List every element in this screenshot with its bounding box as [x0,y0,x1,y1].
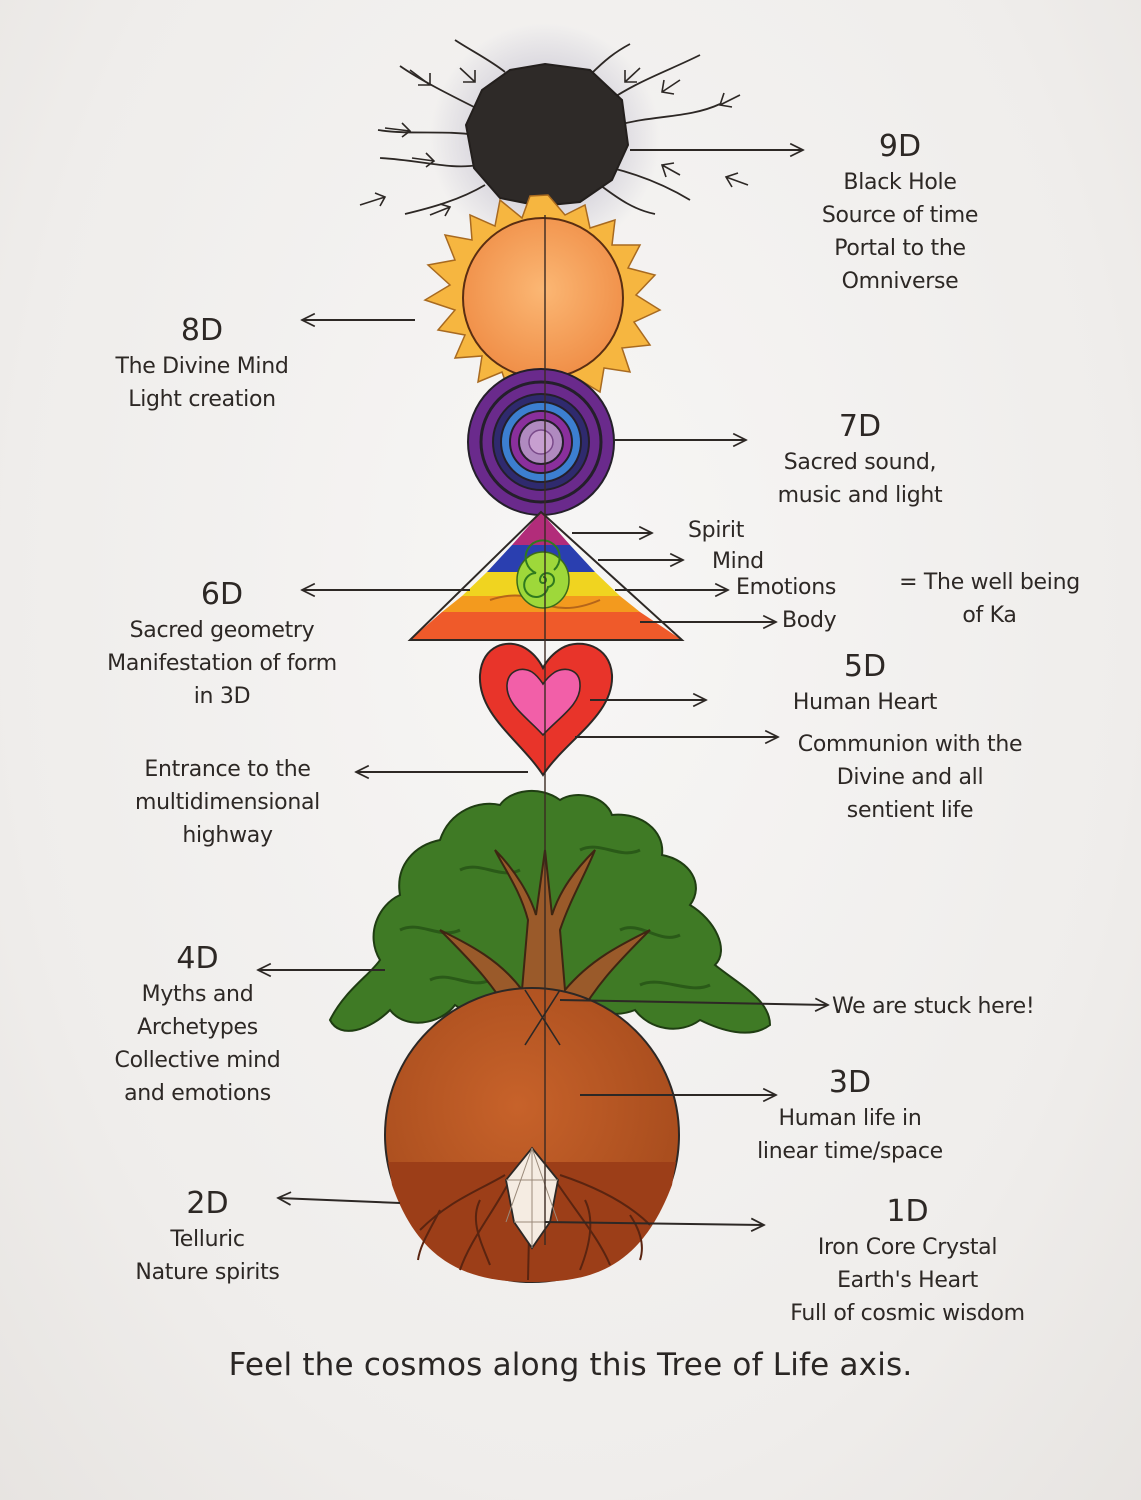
label-1d: 1D Iron Core Crystal Earth's Heart Full … [770,1193,1045,1330]
label-line: in 3D [193,684,251,709]
dim-7d: 7D [838,409,882,444]
dim-1d: 1D [886,1194,929,1229]
ka-note: = The well being of Ka [882,566,1097,632]
dim-8d: 8D [180,313,224,348]
label-line: linear time/space [757,1139,943,1164]
heart [478,642,614,777]
label-line: Sacred sound, [783,450,937,475]
label-line: Entrance to the [144,757,311,782]
dim-4d: 4D [176,941,219,976]
stuck-label: We are stuck here! [832,990,1035,1023]
label-line: The Divine Mind [115,354,289,379]
arrow-stuck [559,1000,828,1005]
ka-layer-spirit: Spirit [688,514,744,547]
label-4d: 4D Myths and Archetypes Collective mind … [100,940,295,1110]
label-3d: 3D Human life in linear time/space [740,1064,960,1168]
dim-6d: 6D [200,577,244,612]
label-line: Collective mind [114,1048,281,1073]
label-line: Divine and all [836,765,984,790]
label-line: Omniverse [841,269,959,294]
sun [423,194,662,400]
label-line: highway [182,823,273,848]
label-7d: 7D Sacred sound, music and light [750,408,970,512]
label-line: and emotions [124,1081,271,1106]
label-line: of Ka [962,603,1017,628]
label-line: Archetypes [137,1015,258,1040]
label-line: multidimensional [135,790,320,815]
ka-pyramid [407,510,685,641]
cross-mark [524,989,561,1046]
label-line: Telluric [170,1227,245,1252]
label-2d: 2D Telluric Nature spirits [110,1185,305,1289]
ka-layer-label: Emotions [736,575,836,600]
label-line: music and light [777,483,943,508]
label-line: Human life in [778,1106,922,1131]
dim-5d: 5D [843,649,887,684]
ka-layer-body: Body [782,604,837,637]
label-line: Iron Core Crystal [817,1235,998,1260]
ka-layer-label: Mind [712,549,764,574]
label-line: Human Heart [792,690,938,715]
dim-9d: 9D [878,129,922,164]
label-line: Sacred geometry [129,618,315,643]
label-5d: 5D Human Heart [765,648,965,719]
label-line: Light creation [128,387,276,412]
ka-layer-emotions: Emotions [736,571,836,604]
entrance-label: Entrance to the multidimensional highway [115,753,340,852]
communion-label: Communion with the Divine and all sentie… [785,728,1035,827]
pointer-arrows [258,150,828,1225]
dim-2d: 2D [186,1186,229,1221]
label-line: = The well being [899,570,1080,595]
label-line: Earth's Heart [837,1268,978,1293]
label-9d: 9D Black Hole Source of time Portal to t… [790,128,1010,298]
label-line: Nature spirits [135,1260,280,1285]
arrow-2d [278,1198,401,1203]
ka-layer-label: Body [782,608,837,633]
earth [384,987,680,1283]
label-line: Full of cosmic wisdom [790,1301,1025,1326]
label-line: Source of time [821,203,979,228]
label-line: Manifestation of form [107,651,337,676]
arrow-1d [544,1222,764,1225]
label-line: sentient life [846,798,974,823]
label-line: Myths and [141,982,254,1007]
ka-layer-mind: Mind [712,545,764,578]
label-6d: 6D Sacred geometry Manifestation of form… [82,576,362,713]
dim-3d: 3D [828,1065,872,1100]
sound-disk [467,368,615,516]
label-line: Communion with the [797,732,1023,757]
label-line: Portal to the [834,236,966,261]
caption: Feel the cosmos along this Tree of Life … [228,1347,913,1383]
label-line: Black Hole [843,170,957,195]
stuck-text: We are stuck here! [832,994,1035,1019]
label-8d: 8D The Divine Mind Light creation [92,312,312,416]
ka-layer-label: Spirit [688,518,745,543]
